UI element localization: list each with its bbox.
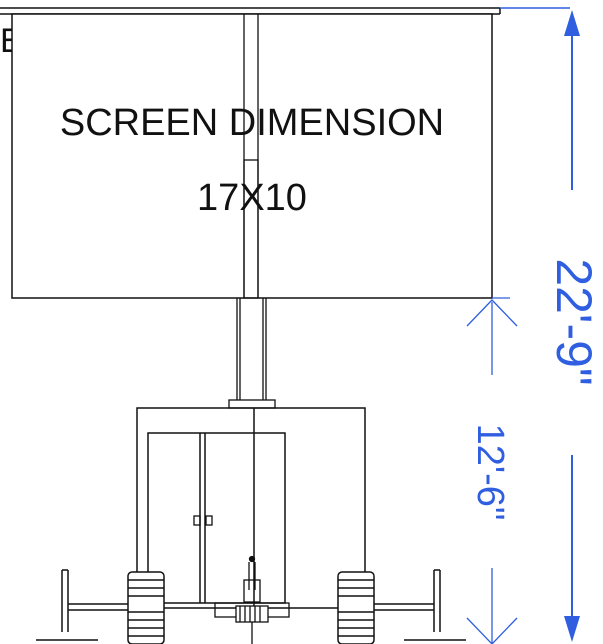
center-jack (214, 555, 290, 644)
arrow-down-icon (564, 616, 580, 642)
left-outrigger (36, 569, 137, 641)
arrow-up-icon (564, 10, 580, 36)
clearance-label: 12'-6" (469, 424, 511, 521)
trailer-body (136, 407, 366, 609)
right-outrigger (365, 569, 466, 641)
top-rail (0, 7, 501, 15)
overall-height-dimension (500, 7, 580, 642)
mast (228, 14, 276, 409)
projection-screen (11, 13, 493, 299)
right-wheel (337, 571, 375, 644)
arrow-up-open-icon (466, 299, 518, 327)
overall-height-label: 22'-9" (546, 258, 602, 385)
door-handles (193, 515, 213, 526)
screen-size: 17X10 (197, 177, 307, 219)
screen-title: SCREEN DIMENSION (60, 102, 444, 144)
arrow-down-open-icon (466, 617, 518, 644)
clearance-dimension (466, 297, 518, 644)
left-wheel (127, 571, 165, 644)
